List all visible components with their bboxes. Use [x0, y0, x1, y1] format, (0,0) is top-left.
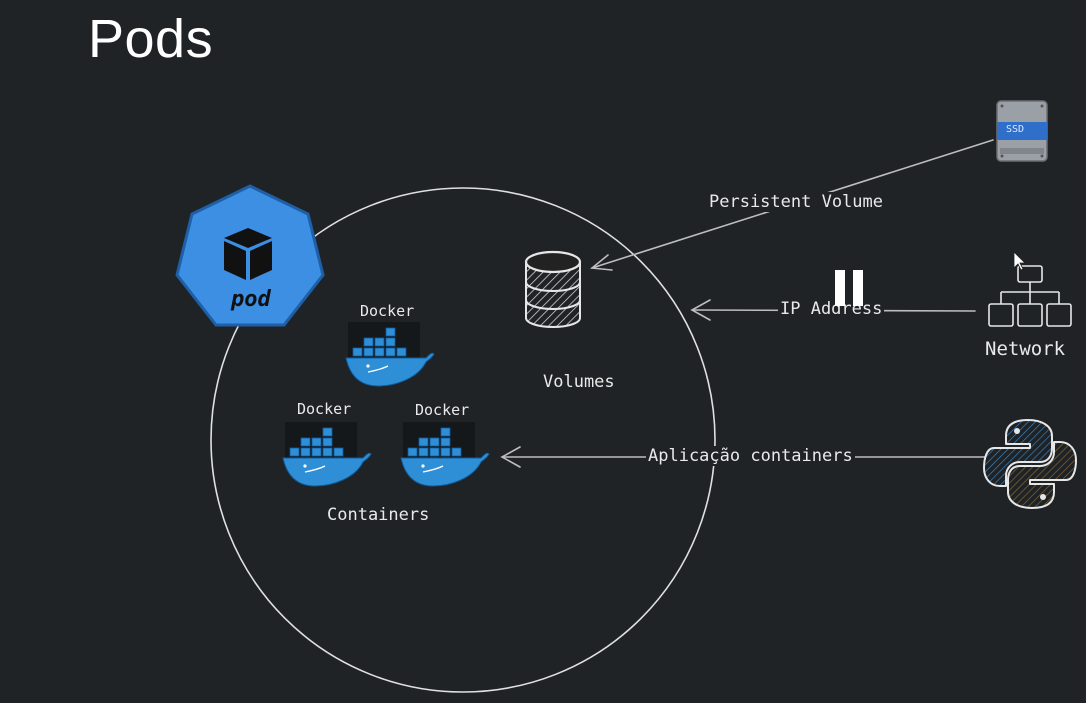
docker-label: Docker — [360, 302, 415, 320]
docker-icon-top — [345, 322, 435, 387]
pod-boundary-circle — [210, 187, 716, 693]
database-icon — [524, 250, 582, 328]
ssd-icon — [996, 100, 1048, 162]
page-title: Pods — [88, 9, 214, 69]
aplicacao-containers-label: Aplicação containers — [646, 446, 855, 466]
docker-label: Docker — [297, 400, 352, 418]
docker-icon-right — [400, 422, 490, 487]
network-topology-icon — [988, 265, 1072, 327]
pod-icon — [175, 184, 325, 327]
ssd-text: SSD — [1006, 124, 1025, 135]
pod-badge-label: pod — [231, 287, 271, 312]
docker-icon-left — [282, 422, 372, 487]
pause-icon[interactable] — [835, 270, 865, 306]
mouse-cursor-icon — [1013, 251, 1026, 271]
persistent-volume-label: Persistent Volume — [707, 192, 885, 212]
containers-label: Containers — [327, 505, 430, 525]
ip-address-label: IP Address — [778, 299, 885, 319]
network-label: Network — [985, 338, 1066, 360]
volumes-label: Volumes — [543, 372, 615, 392]
docker-label: Docker — [415, 401, 470, 419]
python-icon — [983, 419, 1077, 509]
